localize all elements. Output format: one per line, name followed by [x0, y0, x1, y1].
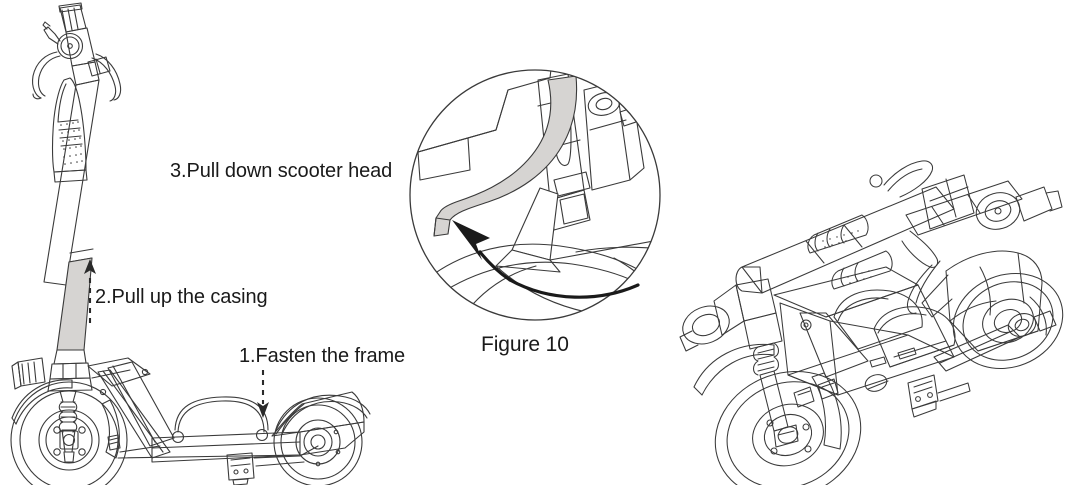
handlebar-assembly	[32, 2, 122, 183]
step-2-label: 2.Pull up the casing	[95, 286, 268, 308]
dashed-arrow-down	[257, 370, 269, 418]
curved-arrow-left	[452, 220, 640, 299]
folded-handlebar-assembly	[807, 160, 1063, 314]
figure-caption: Figure 10	[481, 333, 569, 356]
folded-body-shell	[921, 250, 1043, 352]
headlight-housing	[11, 357, 46, 390]
folded-front-wheel	[679, 278, 862, 485]
front-fork-suspension	[58, 390, 78, 463]
deck-hardware	[793, 378, 839, 408]
folded-rear-wheel	[952, 272, 1064, 370]
folded-scooter-perspective-view	[679, 160, 1064, 485]
stem-hinge-base	[47, 349, 93, 392]
folded-deck-frame	[773, 266, 956, 396]
front-wheel	[10, 379, 128, 485]
rear-wheel	[253, 394, 371, 485]
dashed-arrow-up	[84, 259, 96, 323]
release-lever-highlight	[433, 75, 578, 237]
step-3-label: 3.Pull down scooter head	[170, 160, 393, 182]
latch-detail-circle	[409, 69, 661, 321]
step-1-label: 1.Fasten the frame	[239, 345, 406, 367]
detail-circle-border	[409, 69, 661, 321]
rear-axle-arm	[907, 310, 1057, 418]
unfolded-scooter-side-view	[10, 2, 371, 485]
